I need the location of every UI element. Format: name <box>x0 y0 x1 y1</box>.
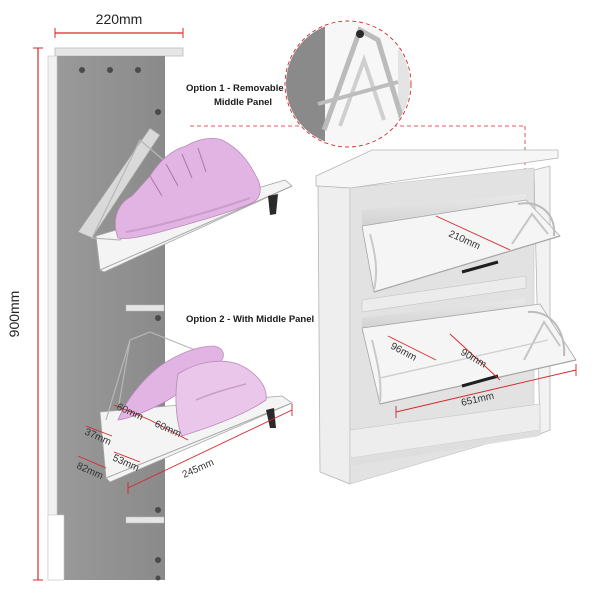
cabinet-right-side <box>533 165 551 435</box>
upper-open-flap <box>361 199 561 293</box>
overall-dimensions: 220mm 900mm <box>6 11 184 581</box>
side-profile <box>47 47 293 581</box>
cabinet-3d <box>315 149 577 485</box>
upper-handle-icon <box>461 260 499 274</box>
lower-open-flap <box>361 303 577 405</box>
lower-flap <box>99 331 293 483</box>
base-notch <box>47 514 65 581</box>
option1-line2: Middle Panel <box>214 97 272 108</box>
detail-zoom <box>190 20 526 200</box>
upper-flap <box>77 127 293 273</box>
height-label: 900mm <box>6 291 22 338</box>
option-callouts: Option 1 - Removable Middle Panel Option… <box>186 83 314 325</box>
top-cap <box>54 47 184 57</box>
shoe-lower-icon <box>175 360 267 437</box>
cabinet-top <box>315 149 559 189</box>
cabinet-left-side <box>317 185 351 485</box>
option1-line1: Option 1 - Removable <box>186 83 284 94</box>
screw-holes <box>79 67 161 581</box>
front-edge <box>47 55 58 581</box>
shoe-upper-icon <box>115 138 261 239</box>
lower-handle-icon <box>461 374 499 388</box>
option2-label: Option 2 - With Middle Panel <box>186 314 314 325</box>
width-label: 220mm <box>96 11 143 27</box>
